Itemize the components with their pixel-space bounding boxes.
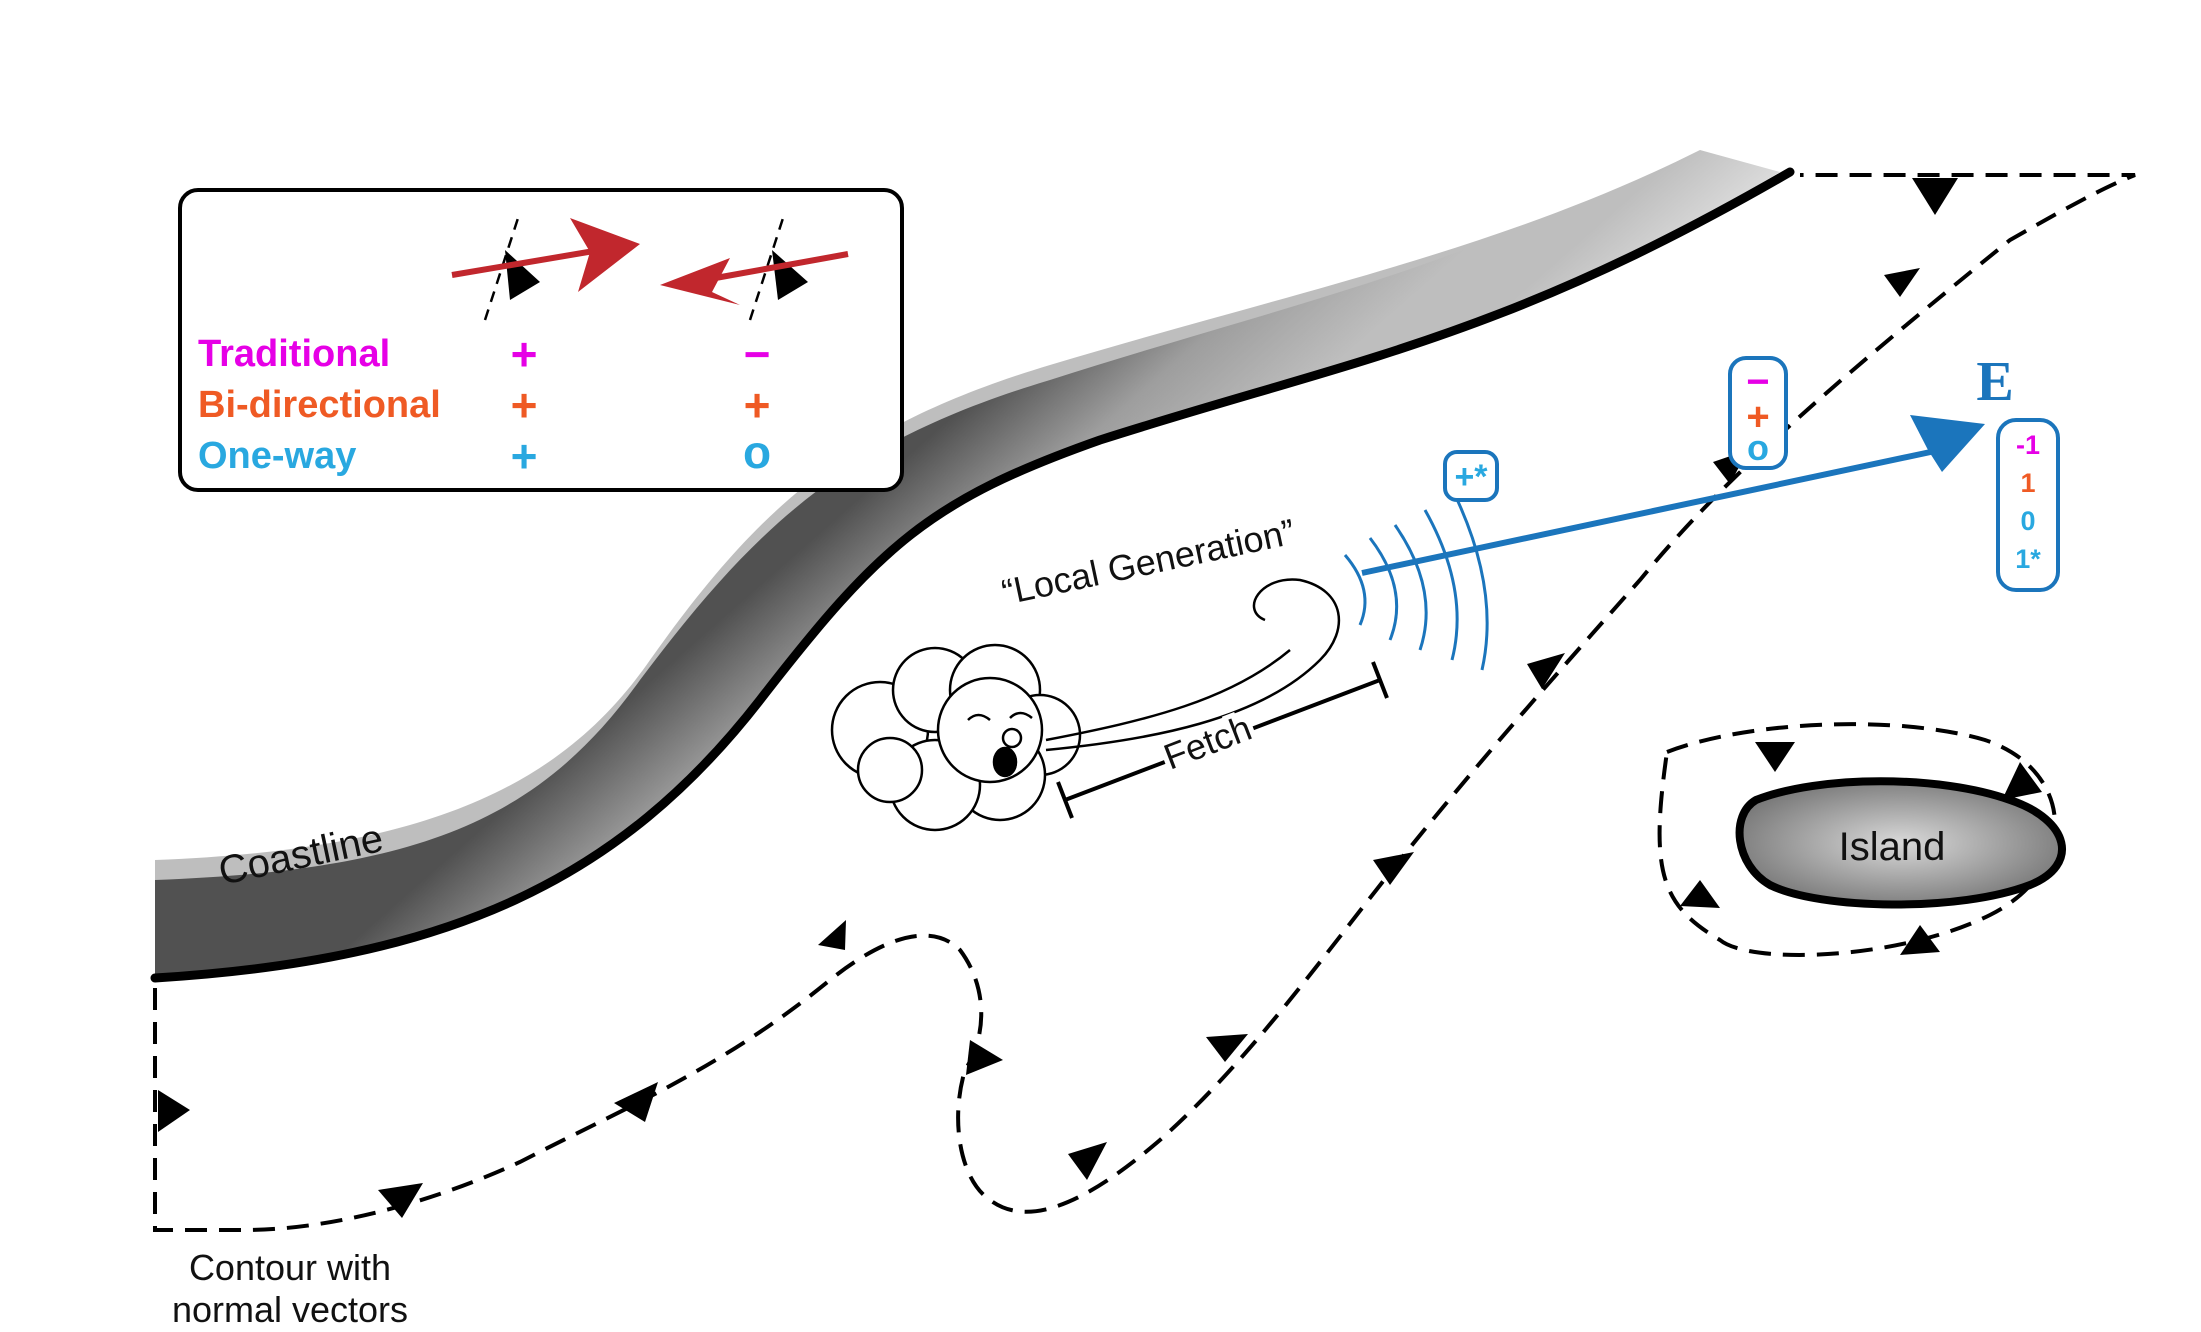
legend-inflow-arrow [451, 211, 640, 321]
svg-text:+*: +* [1454, 458, 1488, 496]
normal-arrow [1900, 925, 1940, 955]
normal-arrow [1373, 852, 1414, 885]
wind-swirl [1045, 578, 1341, 752]
flux-symbol: E [1976, 351, 2013, 413]
contour-normal-vectors [158, 178, 1958, 1218]
island-shape [1735, 777, 2066, 909]
normal-arrow [1527, 653, 1565, 689]
contour-caption-line2: normal vectors [172, 1289, 408, 1327]
island-label: Island [1839, 825, 1946, 869]
coastline-line [150, 167, 1795, 983]
island-contour [1657, 722, 2057, 957]
crossing-badge: − + o [1728, 356, 1788, 470]
flux-value-oneway: 0 [2020, 506, 2035, 536]
contour-caption-line1: Contour with [189, 1247, 391, 1288]
legend-traditional-in: + [511, 328, 538, 380]
normal-arrow [966, 1040, 1003, 1075]
flux-value-bidirectional: 1 [2020, 468, 2035, 498]
normal-arrow [1755, 742, 1795, 772]
flux-value-oneway-star: 1* [2015, 544, 2041, 574]
normal-arrow [1680, 880, 1720, 908]
wave-arcs [1343, 494, 1489, 671]
normal-arrow [1912, 178, 1958, 215]
svg-text:+: + [1746, 395, 1769, 439]
normal-arrow [378, 1183, 423, 1218]
normal-arrow [818, 920, 846, 950]
legend-oneway-out: o [743, 426, 771, 478]
svg-text:o: o [1747, 427, 1769, 468]
fetch-label: Fetch [1158, 707, 1257, 778]
fetch-marker [1056, 661, 1389, 819]
svg-text:−: − [1746, 360, 1769, 404]
normal-arrow [1884, 268, 1920, 297]
island: Island [1657, 722, 2066, 957]
legend-traditional-out: − [744, 328, 771, 380]
storm-cloud-icon [830, 643, 1082, 832]
contour-line [153, 173, 2136, 1232]
normal-arrow [2002, 762, 2042, 800]
energy-flux-arrow [1361, 415, 1985, 576]
legend-bidirectional-out: + [744, 379, 771, 431]
legend-oneway-in: + [511, 430, 538, 482]
flux-values-badge: -1 1 0 1* [1996, 418, 2060, 592]
legend-bidirectional-in: + [511, 379, 538, 431]
normal-arrow [614, 1082, 658, 1122]
legend-outflow-arrow [660, 211, 849, 321]
normal-arrow [1068, 1142, 1107, 1180]
local-generation-label: “Local Generation” [998, 511, 1298, 613]
normal-arrow [158, 1090, 190, 1132]
legend: Traditional Bi-directional One-way + − +… [178, 188, 904, 492]
legend-label-traditional: Traditional [198, 333, 390, 375]
flux-value-traditional: -1 [2016, 430, 2040, 460]
legend-label-oneway: One-way [198, 435, 356, 477]
legend-label-bidirectional: Bi-directional [198, 384, 441, 426]
normal-arrow [1206, 1034, 1248, 1062]
generation-badge: +* [1443, 450, 1499, 502]
